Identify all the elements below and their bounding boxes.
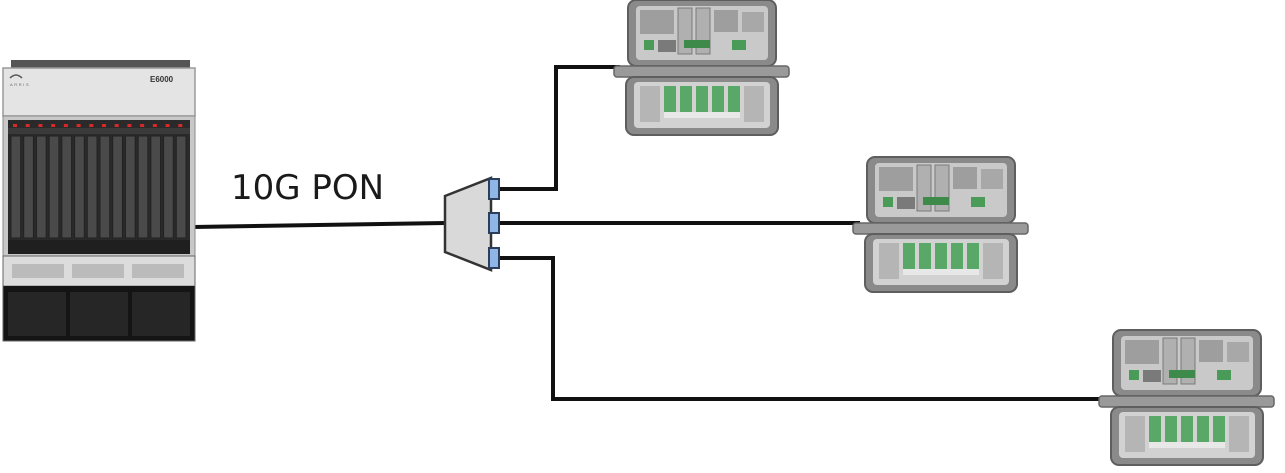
chassis-slot [87, 136, 97, 238]
chassis-led [178, 124, 182, 127]
chassis-led [166, 124, 170, 127]
chassis-logo: ARRIS [10, 82, 30, 87]
chassis-slot [75, 136, 85, 238]
splitter-port-1 [489, 179, 499, 199]
chassis-slot [100, 136, 110, 238]
chassis-led [77, 124, 81, 127]
chassis-slot [151, 136, 161, 238]
fiber-node-bottom [1099, 330, 1274, 465]
chassis-led [26, 124, 30, 127]
splitter-port-3 [489, 248, 499, 268]
fiber-branch-top [497, 67, 620, 189]
splitter-port-2 [489, 213, 499, 233]
fiber-node-top [614, 0, 789, 135]
chassis-slot [62, 136, 72, 238]
chassis-led [153, 124, 157, 127]
chassis-led [51, 124, 55, 127]
chassis-slot [49, 136, 59, 238]
chassis-led [115, 124, 119, 127]
chassis-led [64, 124, 68, 127]
chassis-led [127, 124, 131, 127]
fiber-trunk [193, 223, 445, 227]
chassis-e6000: ARRIS E6000 [3, 60, 195, 341]
chassis-slot [125, 136, 135, 238]
link-label: 10G PON [231, 168, 384, 208]
chassis-led [140, 124, 144, 127]
chassis-slot [138, 136, 148, 238]
chassis-slot [24, 136, 34, 238]
chassis-slot [11, 136, 21, 238]
chassis-slot [164, 136, 174, 238]
chassis-led [102, 124, 106, 127]
chassis-model: E6000 [150, 75, 174, 84]
chassis-led [13, 124, 17, 127]
chassis-led [89, 124, 93, 127]
chassis-slot [36, 136, 46, 238]
optical-splitter [445, 178, 499, 270]
chassis-slot [176, 136, 186, 238]
chassis-led [38, 124, 42, 127]
fiber-node-middle [853, 157, 1028, 292]
chassis-slot [113, 136, 123, 238]
